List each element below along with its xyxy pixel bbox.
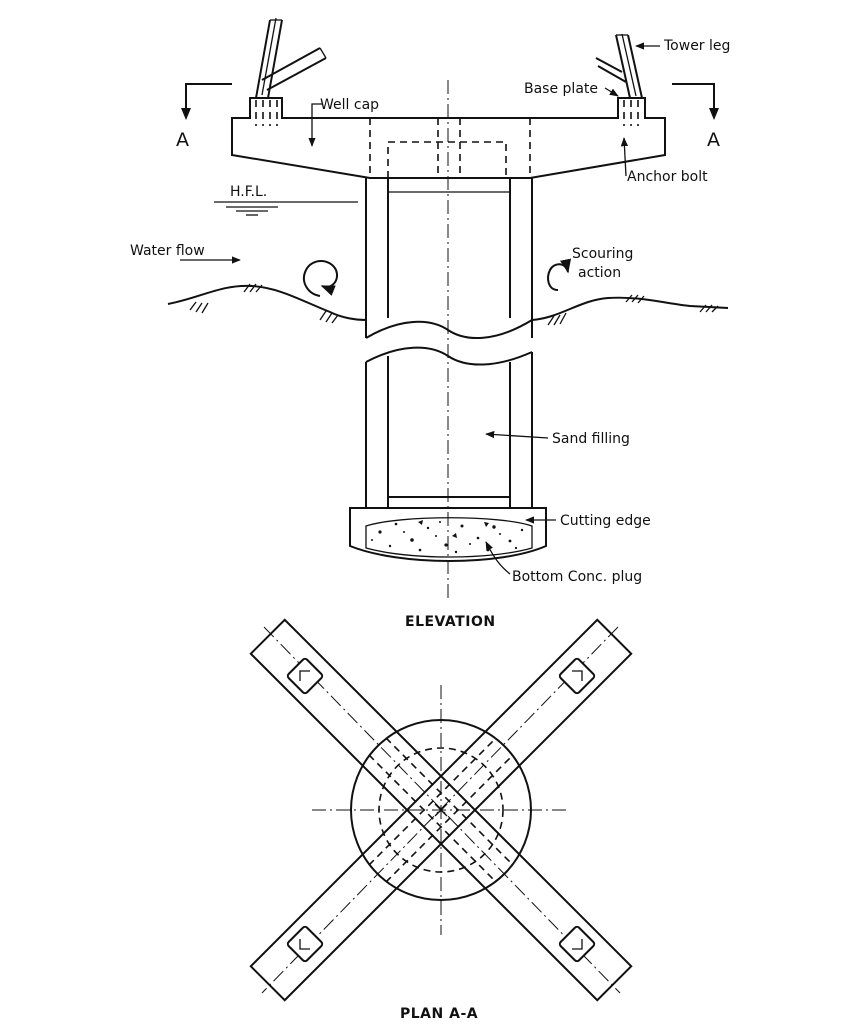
elevation-view: A A — [130, 17, 730, 630]
plan-arm-1 — [249, 618, 633, 1002]
label-anchor-bolt: Anchor bolt — [627, 169, 708, 185]
well-outer-circle — [350, 719, 532, 901]
well-cap-hidden-lines — [369, 118, 531, 178]
label-cutting-edge: Cutting edge — [560, 513, 651, 529]
label-action: action — [578, 265, 621, 281]
scour-swirl-left-icon — [302, 260, 338, 297]
label-scouring: Scouring — [572, 246, 633, 262]
tower-leg-left — [250, 17, 327, 126]
base-plate-bottom-left — [286, 925, 324, 963]
label-sand-filling: Sand filling — [552, 431, 630, 447]
plan-arm-2 — [249, 618, 633, 1002]
scour-swirl-right-icon — [547, 258, 572, 291]
label-bottom-plug: Bottom Conc. plug — [512, 569, 642, 585]
section-mark-right-label: A — [707, 129, 720, 151]
cutting-edge — [349, 507, 547, 562]
label-base-plate: Base plate — [524, 81, 598, 97]
label-hfl: H.F.L. — [230, 184, 267, 200]
river-bed — [167, 283, 729, 326]
plan-center-mark — [434, 803, 448, 817]
section-mark-right: A — [672, 83, 720, 151]
section-mark-left-label: A — [176, 129, 189, 151]
well-steining-upper — [365, 178, 533, 339]
tower-leg-right — [595, 33, 646, 126]
well-inner-circle — [378, 747, 504, 873]
base-plate-bottom-right — [558, 925, 596, 963]
bottom-concrete-plug — [371, 520, 524, 554]
title-plan: PLAN A-A — [400, 1006, 478, 1022]
label-water-flow: Water flow — [130, 243, 205, 259]
well-steining-lower — [365, 346, 533, 509]
leader-lines — [308, 42, 660, 575]
plan-view: PLAN A-A — [249, 618, 633, 1022]
title-elevation: ELEVATION — [405, 614, 496, 630]
base-plate-top-right — [558, 657, 596, 695]
section-mark-left: A — [176, 83, 232, 151]
label-well-cap: Well cap — [320, 97, 379, 113]
hfl-symbol — [214, 201, 358, 216]
label-tower-leg: Tower leg — [663, 38, 730, 54]
base-plate-top-left — [286, 657, 324, 695]
